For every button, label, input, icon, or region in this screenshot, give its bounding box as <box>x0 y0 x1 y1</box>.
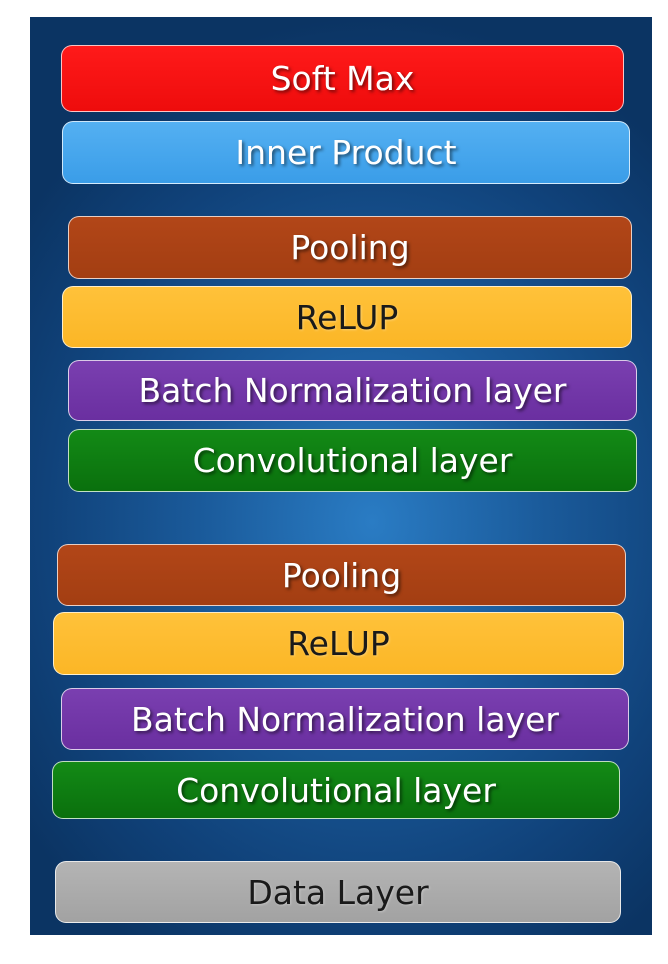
inner-product-layer-box: Inner Product <box>62 121 630 184</box>
relup-layer-label-upper: ReLUP <box>295 297 399 337</box>
softmax-layer-box: Soft Max <box>61 45 624 112</box>
batch-norm-layer-label-lower: Batch Normalization layer <box>131 699 559 739</box>
conv-layer-label-lower: Convolutional layer <box>176 770 496 810</box>
relup-layer-label-lower: ReLUP <box>287 624 390 663</box>
pooling-layer-label-upper: Pooling <box>290 228 410 267</box>
relup-layer-box-upper: ReLUP <box>62 286 632 348</box>
pooling-layer-box-upper: Pooling <box>68 216 632 279</box>
pooling-layer-label-lower: Pooling <box>281 555 402 595</box>
data-layer-box: Data Layer <box>55 861 621 923</box>
data-layer-label: Data Layer <box>247 872 429 912</box>
conv-layer-box-lower: Convolutional layer <box>52 761 620 819</box>
conv-layer-box-upper: Convolutional layer <box>68 429 637 492</box>
relup-layer-box-lower: ReLUP <box>53 612 624 675</box>
conv-layer-label-upper: Convolutional layer <box>192 441 513 480</box>
batch-norm-layer-label-upper: Batch Normalization layer <box>138 371 567 410</box>
inner-product-layer-label: Inner Product <box>235 133 457 172</box>
batch-norm-layer-box-lower: Batch Normalization layer <box>61 688 629 750</box>
softmax-layer-label: Soft Max <box>270 59 415 98</box>
pooling-layer-box-lower: Pooling <box>57 544 626 606</box>
batch-norm-layer-box-upper: Batch Normalization layer <box>68 360 637 421</box>
